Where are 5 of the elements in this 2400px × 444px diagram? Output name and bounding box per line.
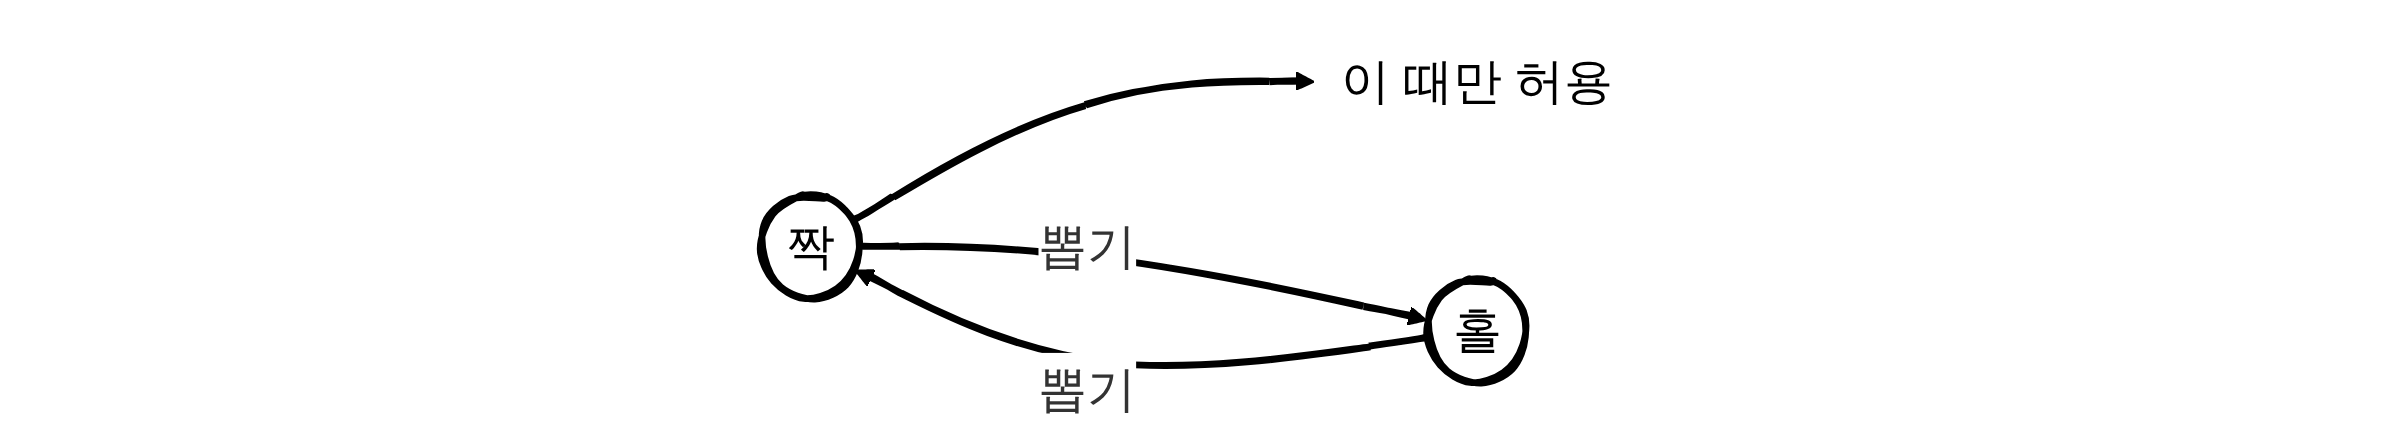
node-text: 짝 (786, 218, 836, 275)
edge-label: 뽑기 (1038, 218, 1137, 275)
edge-label: 뽑기 (1038, 361, 1137, 418)
node-text: 이 때만 허용 (1341, 53, 1614, 110)
node-text: 홀 (1452, 302, 1502, 359)
